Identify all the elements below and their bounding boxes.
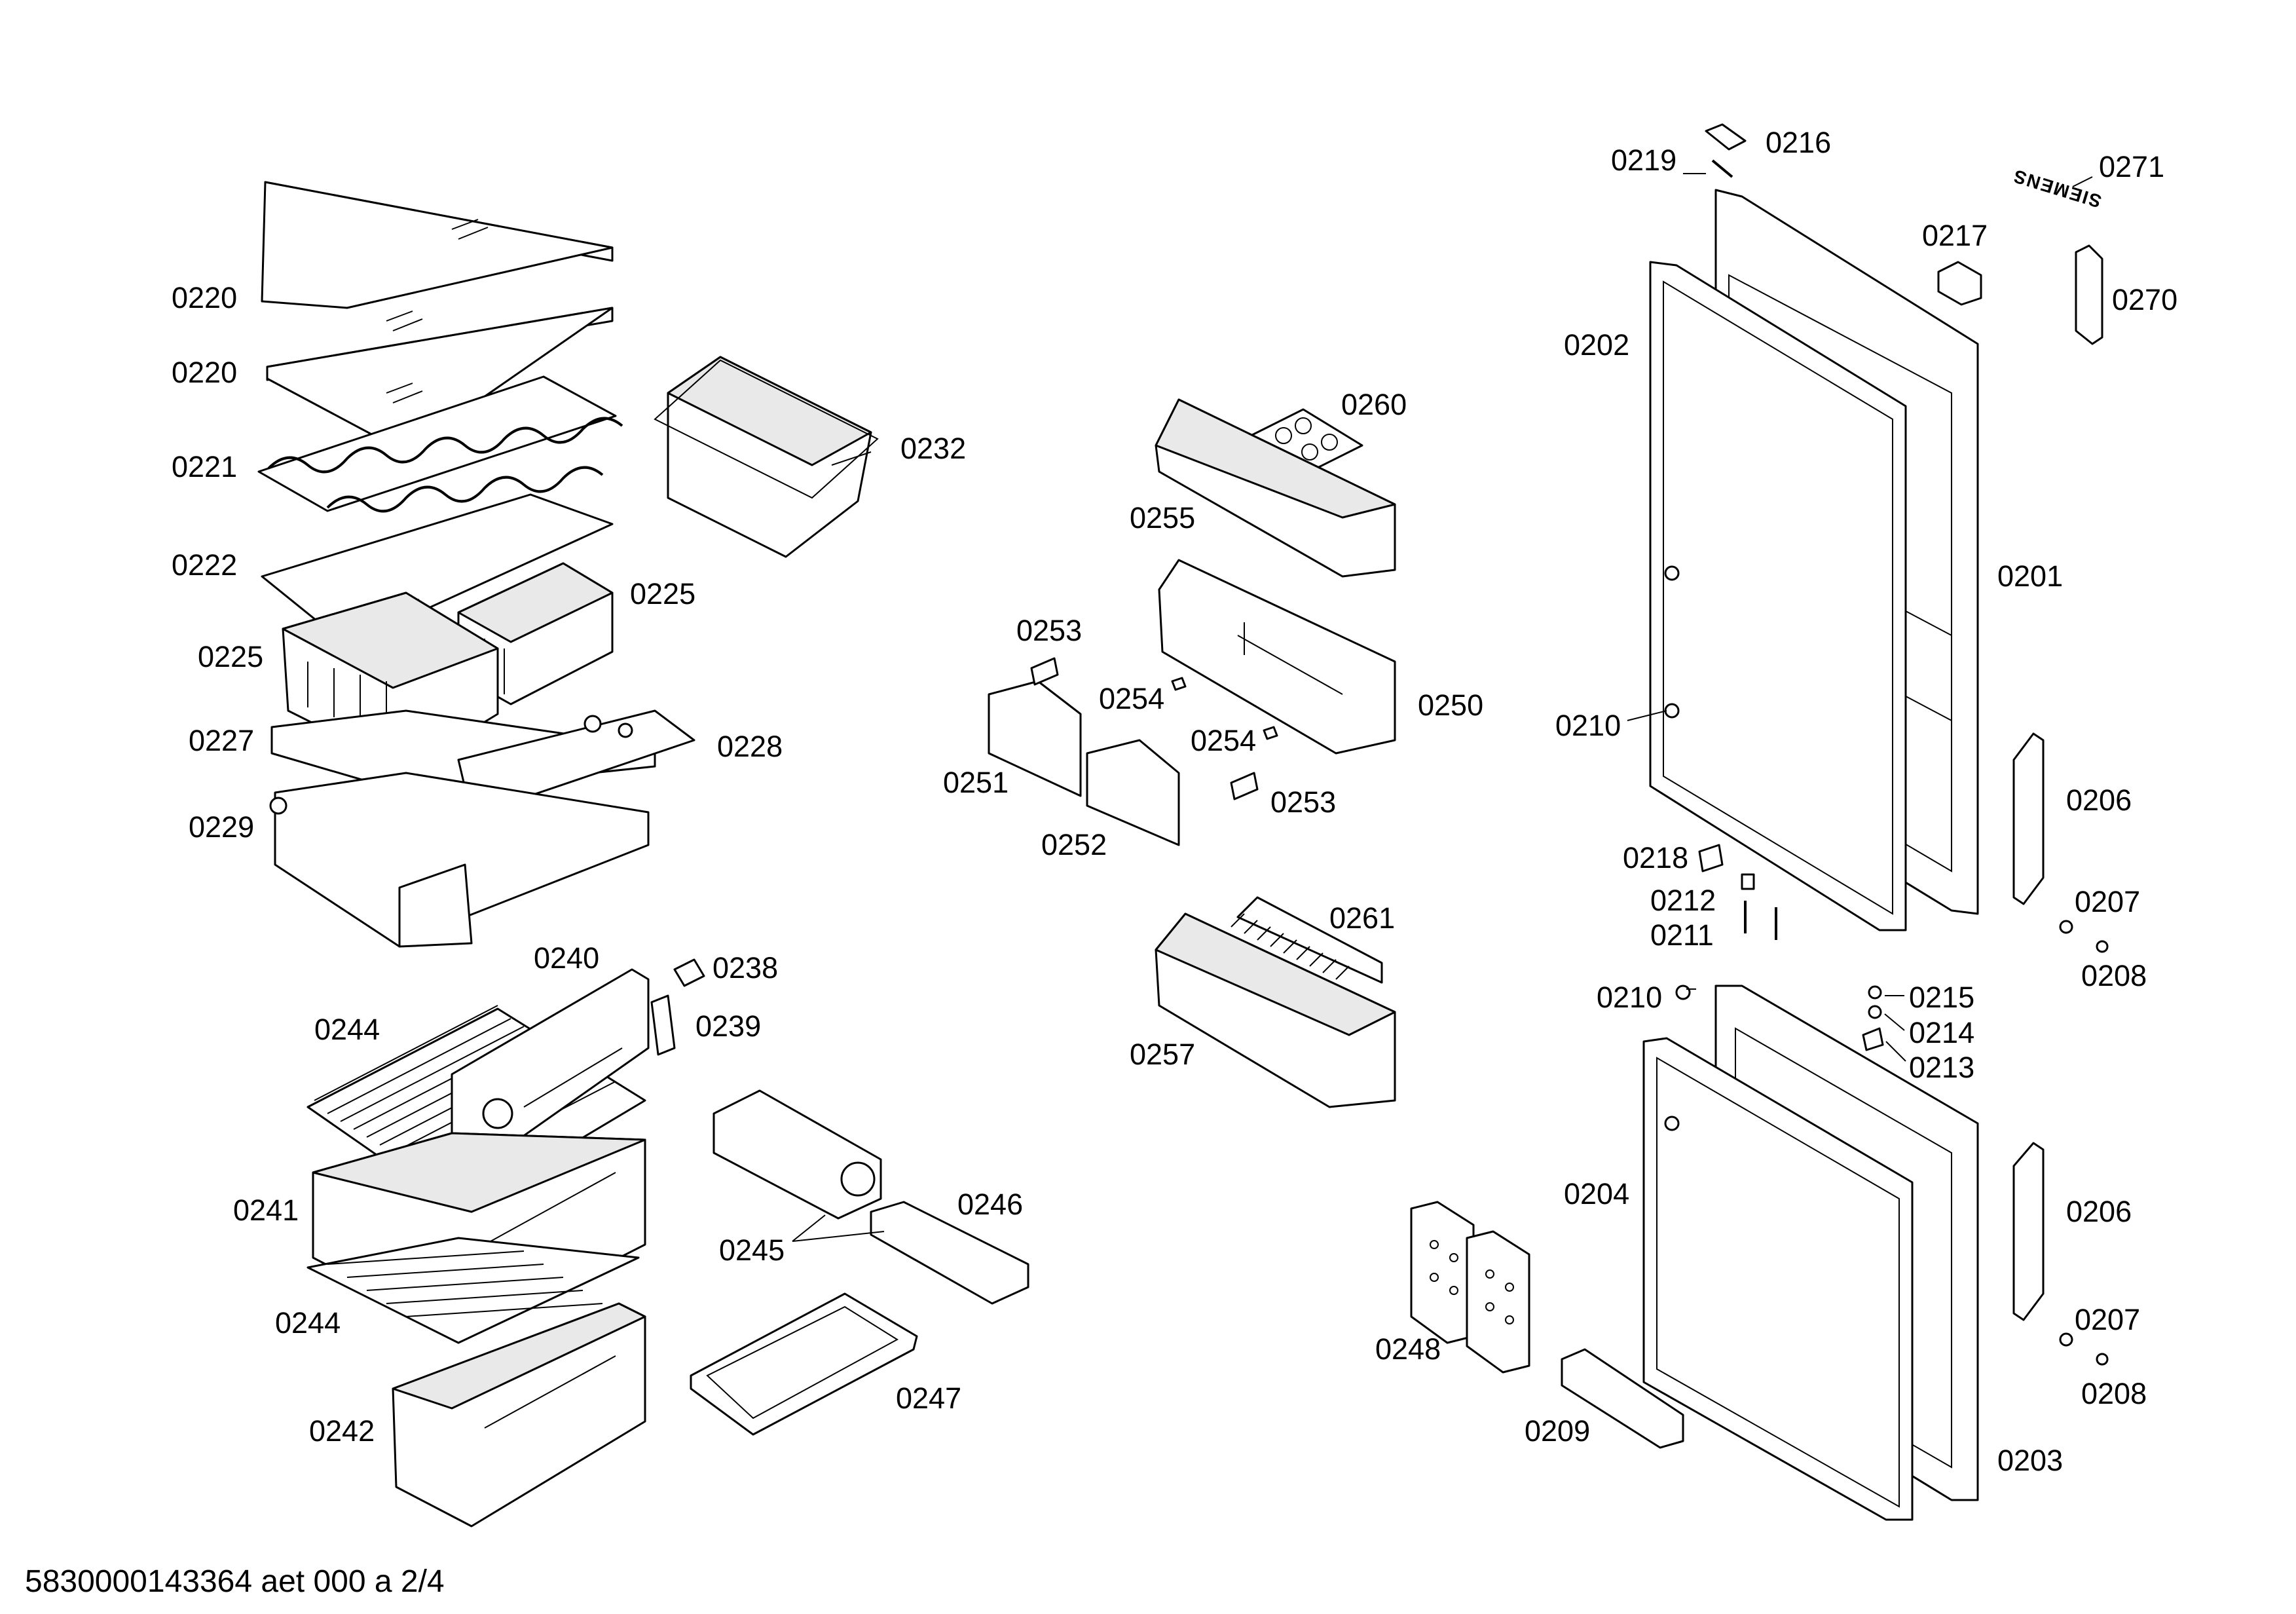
label-0219: 0219 — [1611, 143, 1676, 177]
label-0253-bottom: 0253 — [1270, 785, 1336, 819]
label-0210-a: 0210 — [1555, 709, 1621, 742]
label-0208-a: 0208 — [2081, 959, 2147, 992]
label-0245: 0245 — [719, 1233, 785, 1267]
screw-0219 — [1711, 159, 1733, 178]
pin-0254-b — [1263, 726, 1278, 740]
label-0244-bottom: 0244 — [275, 1306, 341, 1340]
crisper-cover-0228 — [457, 709, 695, 817]
label-0222: 0222 — [172, 548, 237, 582]
handle-0206-lower — [2012, 1142, 2045, 1321]
divider-0251 — [988, 680, 1082, 797]
label-0206-a: 0206 — [2066, 783, 2132, 817]
clip-0253-bottom — [1230, 772, 1259, 800]
ice-pan-0247 — [690, 1292, 918, 1436]
bottle-rack-0221 — [257, 375, 623, 513]
label-0248: 0248 — [1375, 1332, 1441, 1366]
label-0253-top: 0253 — [1016, 614, 1082, 647]
freezer-drawer-0242 — [392, 1302, 646, 1528]
hinge-cover-0216 — [1705, 123, 1747, 151]
glass-shelf-0220-top — [261, 181, 614, 331]
label-0242: 0242 — [309, 1414, 375, 1448]
label-0206-b: 0206 — [2066, 1195, 2132, 1228]
label-0208-b: 0208 — [2081, 1377, 2147, 1410]
label-0250: 0250 — [1418, 688, 1483, 722]
label-0260: 0260 — [1341, 388, 1407, 421]
door-shelf-0257 — [1155, 912, 1396, 1108]
label-0221: 0221 — [172, 450, 237, 483]
cover-strip-0209 — [1561, 1348, 1684, 1449]
label-0225-right: 0225 — [630, 577, 695, 610]
label-0217: 0217 — [1922, 219, 1988, 252]
label-0228: 0228 — [717, 730, 783, 763]
label-0207-b: 0207 — [2075, 1303, 2140, 1336]
label-0218: 0218 — [1623, 841, 1688, 874]
pin-0254-a — [1171, 677, 1187, 691]
label-0213: 0213 — [1909, 1051, 1974, 1084]
label-0201: 0201 — [1997, 559, 2063, 593]
label-0270: 0270 — [2112, 283, 2177, 316]
label-0244-top: 0244 — [314, 1013, 380, 1046]
crisper-base-0229 — [269, 772, 650, 948]
label-0211: 0211 — [1650, 918, 1714, 952]
cold-pack-0248-a — [1410, 1201, 1475, 1344]
drawing-number-footer: 5830000143364 aet 000 a 2/4 — [25, 1564, 445, 1599]
part-labels: 0220 0220 0221 0222 0225 0225 0227 0228 … — [172, 126, 2177, 1477]
label-0212: 0212 — [1650, 884, 1716, 917]
label-0215: 0215 — [1909, 981, 1974, 1014]
door-gasket-0204 — [1642, 1037, 1914, 1521]
ice-tray-0246 — [870, 1201, 1029, 1305]
label-0227: 0227 — [189, 724, 254, 757]
label-0254-a: 0254 — [1099, 682, 1164, 715]
small-parts-hinge — [1664, 565, 2109, 1366]
label-0271: 0271 — [2099, 150, 2164, 183]
cap-0217 — [1937, 261, 1982, 306]
label-0257: 0257 — [1130, 1038, 1195, 1071]
label-0225-left: 0225 — [198, 640, 263, 673]
label-0254-b: 0254 — [1191, 724, 1256, 757]
label-0246: 0246 — [957, 1188, 1023, 1221]
handle-0270 — [2075, 244, 2103, 345]
label-0238: 0238 — [713, 951, 778, 985]
box-0232 — [654, 356, 879, 558]
label-0251: 0251 — [943, 766, 1009, 799]
brand-lettering: SIEMENS — [2010, 166, 2103, 212]
label-0204: 0204 — [1564, 1177, 1629, 1210]
handle-0206-upper — [2012, 732, 2045, 905]
freezer-grid-0244-bottom — [306, 1237, 640, 1344]
label-0261: 0261 — [1329, 901, 1395, 935]
label-0216: 0216 — [1766, 126, 1831, 159]
door-gasket-0202 — [1649, 261, 1907, 931]
door-shelf-0250 — [1158, 559, 1396, 755]
label-0220-b: 0220 — [172, 356, 237, 389]
siemens-badge-0271: SIEMENS — [2010, 166, 2103, 212]
clip-0253-top — [1030, 657, 1059, 686]
label-0229: 0229 — [189, 810, 254, 844]
label-0241: 0241 — [233, 1193, 299, 1227]
label-0214: 0214 — [1909, 1016, 1974, 1049]
leader-lines — [831, 173, 2093, 1062]
divider-0252 — [1086, 739, 1180, 846]
door-shelf-0255 — [1155, 398, 1396, 578]
leader-0245 — [792, 1214, 885, 1242]
label-0232: 0232 — [900, 432, 966, 465]
label-0255: 0255 — [1130, 501, 1195, 535]
bracket-0239 — [650, 994, 676, 1056]
label-0220-a: 0220 — [172, 281, 237, 314]
label-0202: 0202 — [1564, 328, 1629, 362]
label-0252: 0252 — [1041, 828, 1107, 861]
label-0207-a: 0207 — [2075, 885, 2140, 918]
ice-maker-0245 — [713, 1089, 882, 1220]
label-0239: 0239 — [695, 1009, 761, 1043]
label-0247: 0247 — [896, 1381, 961, 1415]
label-0210-b: 0210 — [1597, 981, 1662, 1014]
label-0240: 0240 — [534, 941, 599, 975]
cold-pack-0248-b — [1466, 1230, 1530, 1374]
label-0209: 0209 — [1525, 1414, 1590, 1448]
label-0203: 0203 — [1997, 1444, 2063, 1477]
door-shelf-0261-insert — [1231, 896, 1383, 984]
hinge-clip-0238 — [673, 958, 705, 987]
